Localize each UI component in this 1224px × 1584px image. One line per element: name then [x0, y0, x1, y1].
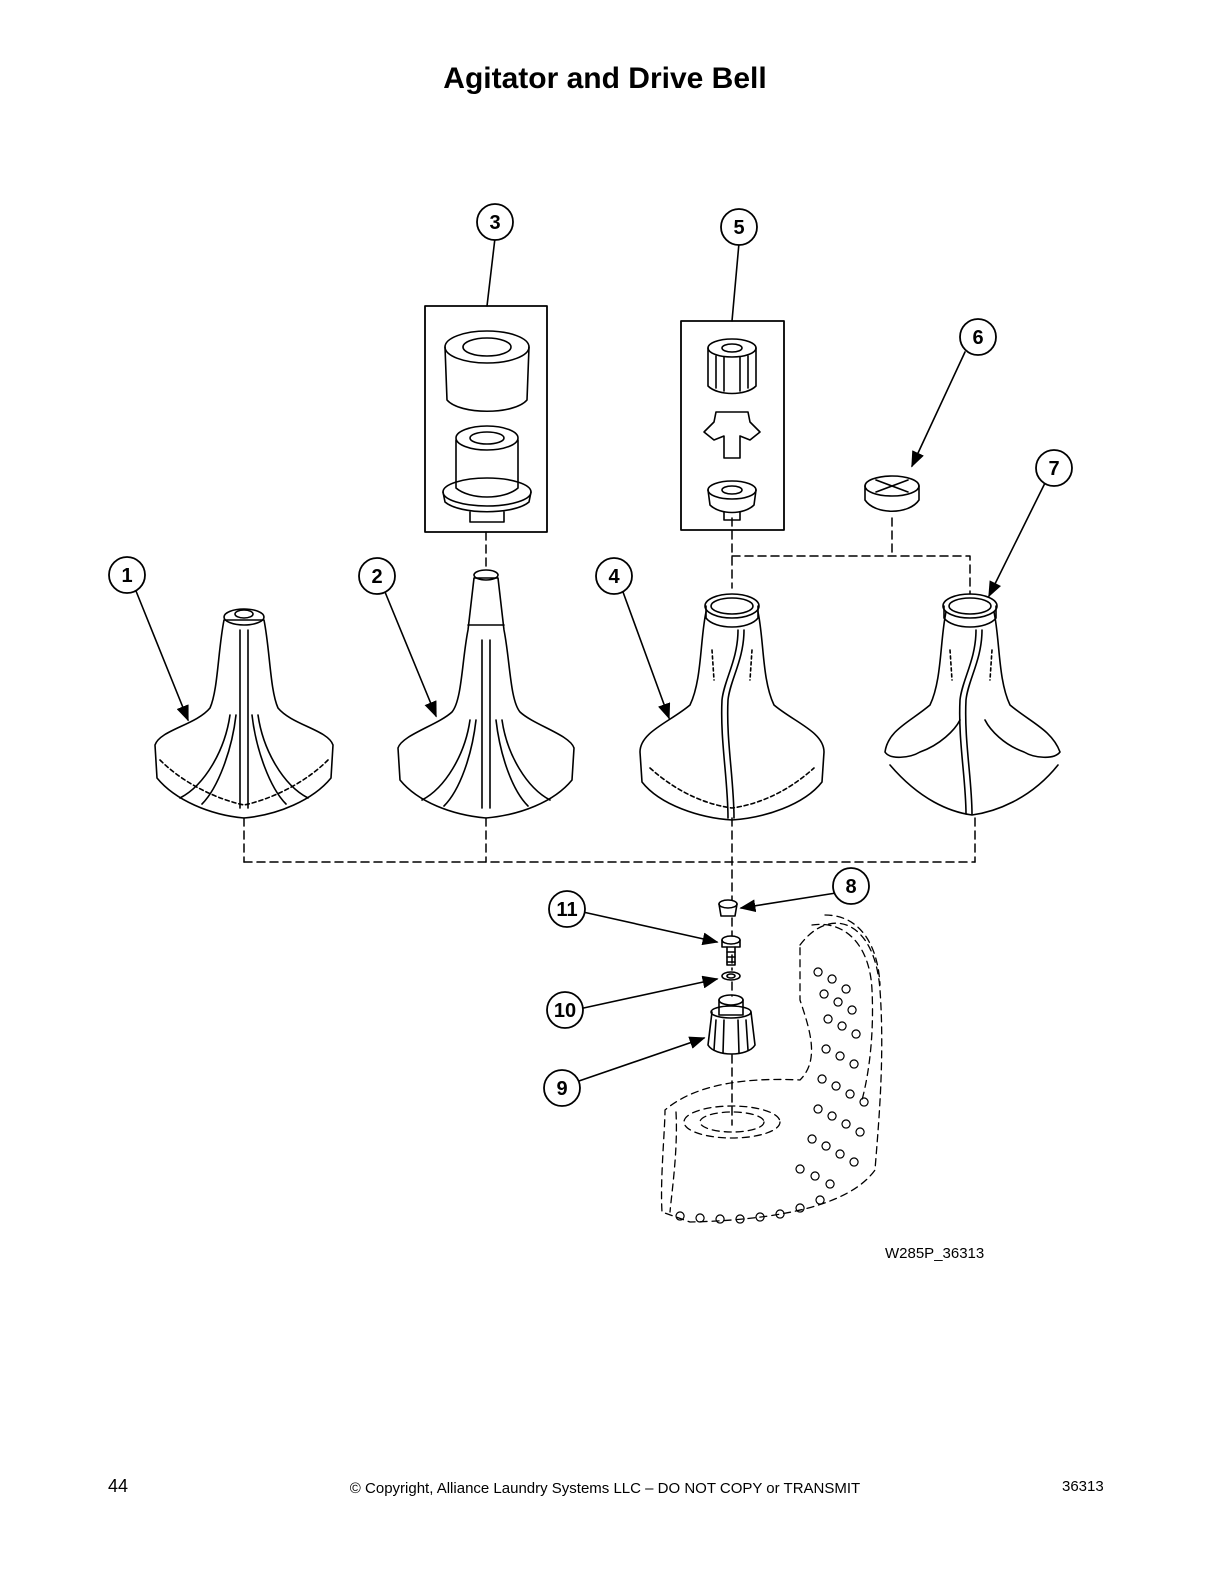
page-number: 44: [108, 1476, 129, 1496]
washtub-perforations: [675, 967, 869, 1224]
callout-5: 5: [733, 217, 744, 239]
callout-2: 2: [371, 566, 382, 588]
callout-11: 11: [556, 899, 577, 921]
callout-circle-6: [959, 318, 997, 356]
callout-circles: [108, 203, 1073, 1107]
assembly-dashed-lines: [243, 517, 976, 1126]
callout-4: 4: [608, 566, 620, 588]
part-10-washer: [721, 971, 741, 981]
part-11-bolt: [721, 935, 741, 966]
callout-circle-11: [548, 890, 586, 928]
leader-lines-plain: [486, 237, 740, 322]
callout-circle-8: [832, 867, 870, 905]
callout-circle-10: [546, 991, 584, 1029]
washtub-phantom: [660, 914, 883, 1223]
callout-1: 1: [121, 565, 132, 587]
callout-6: 6: [972, 327, 983, 349]
callout-circle-5: [720, 208, 758, 246]
leader-lines: [135, 351, 1046, 1083]
callout-10: 10: [554, 1000, 576, 1022]
part-1-agitator: [154, 608, 334, 819]
callout-circle-9: [543, 1069, 581, 1107]
callout-3: 3: [489, 212, 500, 234]
copyright-notice: © Copyright, Alliance Laundry Systems LL…: [349, 1480, 861, 1497]
callout-circle-7: [1035, 449, 1073, 487]
callout-7: 7: [1048, 458, 1059, 480]
part-8-plug: [718, 899, 738, 917]
figure-id: W285P_36313: [885, 1245, 985, 1262]
callout-circle-3: [476, 203, 514, 241]
part-6-cap: [864, 475, 920, 512]
callout-circle-2: [358, 557, 396, 595]
part-3-boxed-assembly: [424, 305, 548, 533]
part-2-agitator: [397, 569, 575, 819]
part-5-boxed-assembly: [680, 320, 785, 531]
document-number: 36313: [1062, 1478, 1104, 1495]
callout-8: 8: [845, 876, 856, 898]
part-7-agitator: [884, 593, 1061, 816]
part-4-agitator: [639, 593, 825, 821]
callout-circle-4: [595, 557, 633, 595]
callout-circle-1: [108, 556, 146, 594]
part-9-drive-bell: [707, 994, 756, 1055]
page-title: Agitator and Drive Bell: [443, 62, 767, 95]
callout-9: 9: [556, 1078, 567, 1100]
